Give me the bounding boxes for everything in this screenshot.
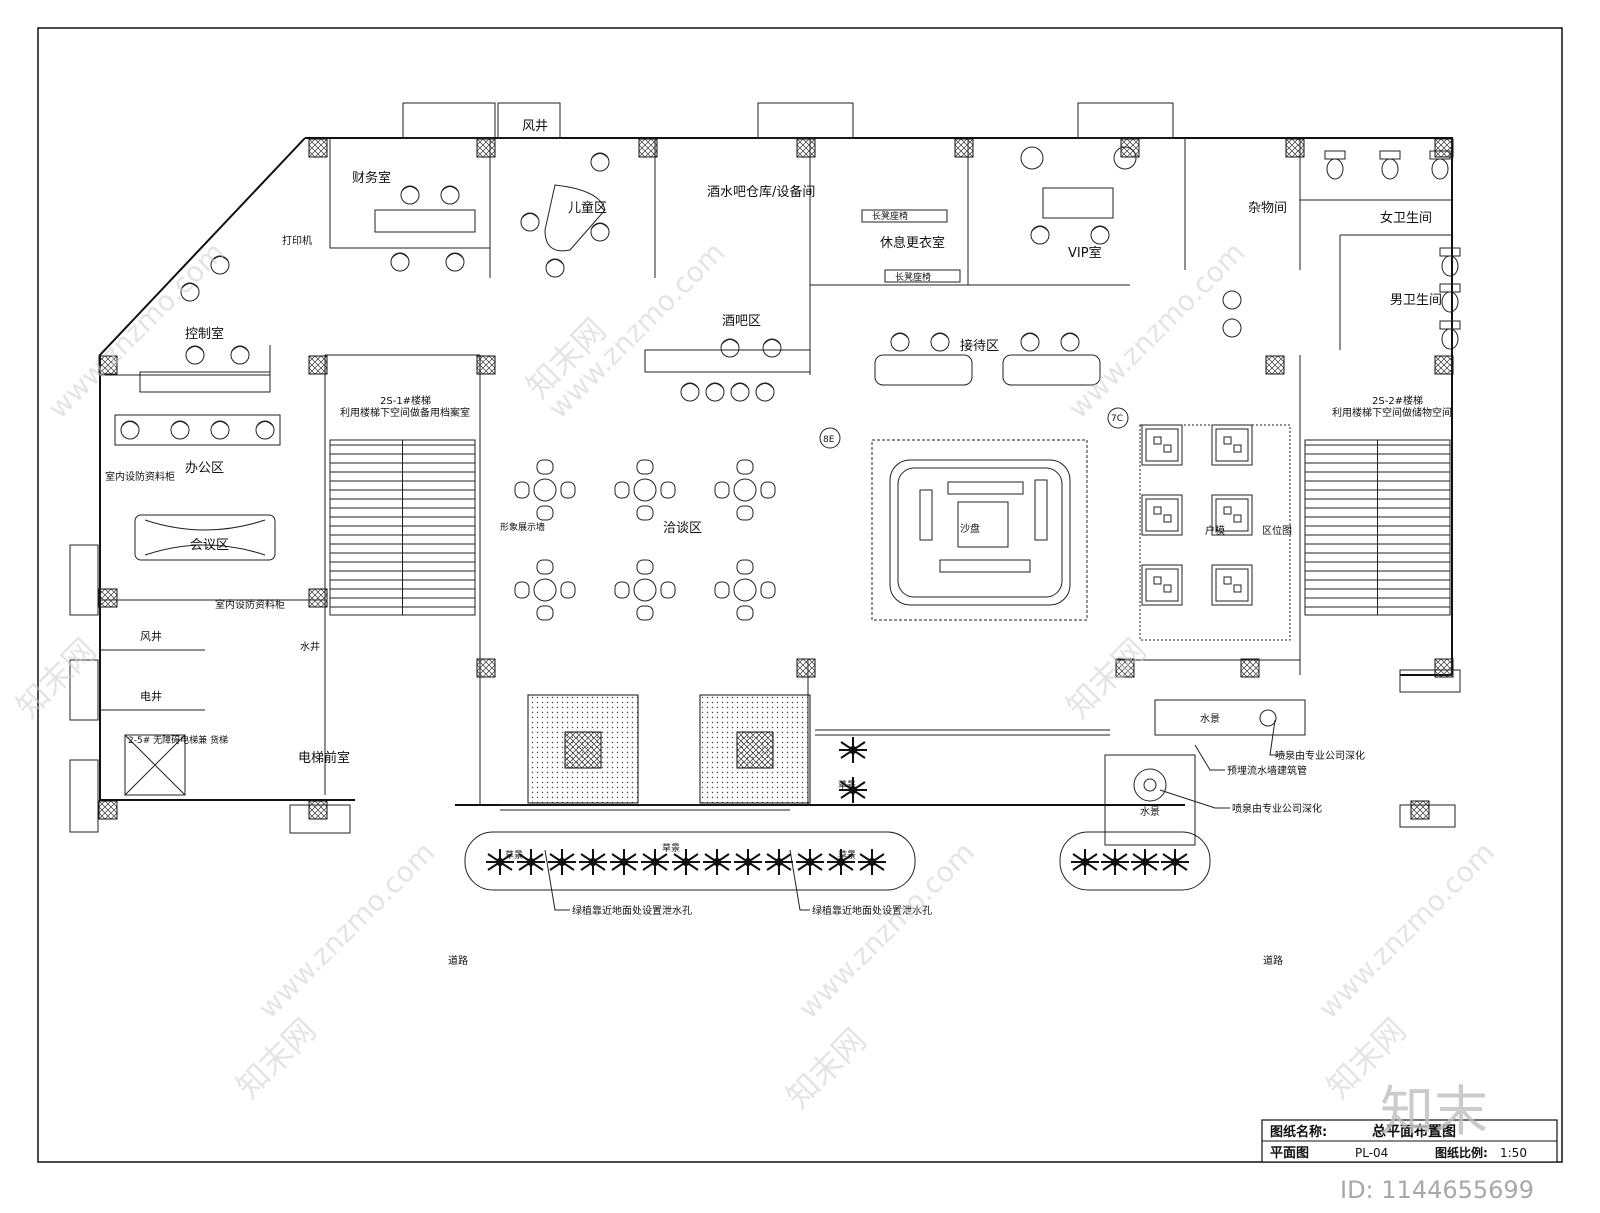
title-code: PL-04 [1355, 1146, 1388, 1160]
watermark-site-5: www.znzmo.com [792, 836, 981, 1025]
negotiation-tables [514, 459, 776, 621]
label-unit-model: 户模 [1205, 524, 1225, 537]
label-water-feature-2: 水景 [1140, 806, 1160, 818]
label-finance: 财务室 [352, 170, 391, 186]
label-print: 打印机 [282, 234, 312, 247]
label-image-display: 形象展示墙 [500, 521, 545, 533]
label-water-feature-1: 水景 [1200, 713, 1220, 725]
label-winebar-storage: 酒水吧仓库/设备间 [707, 184, 815, 200]
label-children: 儿童区 [568, 200, 607, 216]
watermark-site-3: www.znzmo.com [1062, 236, 1251, 425]
label-meeting: 会议区 [190, 538, 229, 553]
unit-models [1141, 424, 1253, 606]
label-stair-2-note: 利用楼梯下空间做储物空间 [1332, 406, 1452, 419]
label-vip: VIP室 [1068, 245, 1102, 261]
label-stair-2-title: 2S-2#楼梯 [1372, 394, 1423, 407]
label-long-bench-top: 长凳座椅 [872, 210, 908, 222]
title-name-value: 总平面布置图 [1372, 1123, 1456, 1140]
label-zone-map: 区位图 [1262, 524, 1292, 537]
label-women-wc: 女卫生间 [1380, 210, 1432, 226]
label-wind-shaft-top: 风井 [522, 119, 548, 134]
label-planter-note-1: 绿植靠近地面处设置泄水孔 [572, 904, 692, 917]
label-men-wc: 男卫生间 [1390, 293, 1442, 308]
label-reception: 接待区 [960, 338, 999, 354]
title-block: 图纸名称: 总平面布置图 平面图 PL-04 图纸比例: 1:50 [1261, 1119, 1558, 1163]
title-scale-value: 1:50 [1500, 1146, 1527, 1160]
furniture [114, 146, 1461, 911]
label-plant-1: 草景 [662, 842, 680, 854]
label-water-wall-note: 预埋流水墙建筑管 [1227, 764, 1307, 777]
label-fountain-note-2: 喷泉由专业公司深化 [1232, 802, 1322, 815]
label-stair-1-note: 利用楼梯下空间做备用档案室 [340, 406, 470, 419]
label-elevator: 2-5# 无障碍电梯兼 货梯 [128, 734, 228, 746]
label-office: 办公区 [185, 461, 224, 476]
label-control: 控制室 [185, 326, 224, 342]
watermark-site-6: www.znzmo.com [1312, 836, 1501, 1025]
label-bar: 酒吧区 [722, 314, 761, 329]
label-elevator-lobby: 电梯前室 [298, 750, 350, 766]
label-fountain-note-1: 喷泉由专业公司深化 [1275, 749, 1365, 762]
label-long-bench-bottom: 长凳座椅 [895, 271, 931, 283]
watermark-brand-3: 知末网 [1059, 631, 1154, 726]
label-road-left: 道路 [448, 954, 468, 967]
label-road-right: 道路 [1263, 954, 1283, 967]
label-marker-8e: 8E [823, 435, 835, 445]
room-labels: 财务室 打印机 控制室 儿童区 酒水吧仓库/设备间 休息更衣室 长凳座椅 长凳座… [105, 119, 1452, 967]
label-marker-7c: 7C [1111, 414, 1123, 424]
building-outline [69, 102, 1461, 834]
label-archive-1: 室内设防资料柜 [105, 470, 175, 483]
drawing-frame [37, 27, 1563, 1163]
label-plant-3: 草景 [838, 849, 856, 861]
watermark-brand-4: 知末网 [229, 1011, 324, 1106]
title-type-label: 平面图 [1270, 1146, 1309, 1161]
watermark-site-4: www.znzmo.com [252, 836, 441, 1025]
label-archive-2: 室内设防资料柜 [215, 598, 285, 611]
label-wind-shaft-left: 风井 [140, 629, 162, 643]
label-stair-1-title: 2S-1#楼梯 [380, 394, 431, 407]
label-sandtable: 沙盘 [960, 522, 980, 535]
label-water-well: 水井 [300, 640, 320, 653]
title-name-label: 图纸名称: [1270, 1124, 1327, 1140]
watermark-logo: 知末 [1380, 1080, 1488, 1143]
title-scale-label: 图纸比例: [1435, 1145, 1488, 1160]
label-negotiation: 洽谈区 [663, 521, 702, 536]
label-plant-2: 草景 [838, 779, 856, 791]
label-rest-changing: 休息更衣室 [880, 235, 945, 251]
watermark-brand-1: 知末网 [9, 631, 104, 726]
watermark-brand-5: 知末网 [779, 1021, 874, 1116]
watermark-id: ID: 1144655699 [1340, 1176, 1534, 1204]
label-planter-note-2: 绿植靠近地面处设置泄水孔 [812, 904, 932, 917]
label-elec-shaft: 电井 [140, 689, 162, 703]
label-storage: 杂物间 [1248, 201, 1287, 216]
stair-treads [330, 440, 1450, 615]
label-plant-4: 草景 [505, 849, 523, 861]
